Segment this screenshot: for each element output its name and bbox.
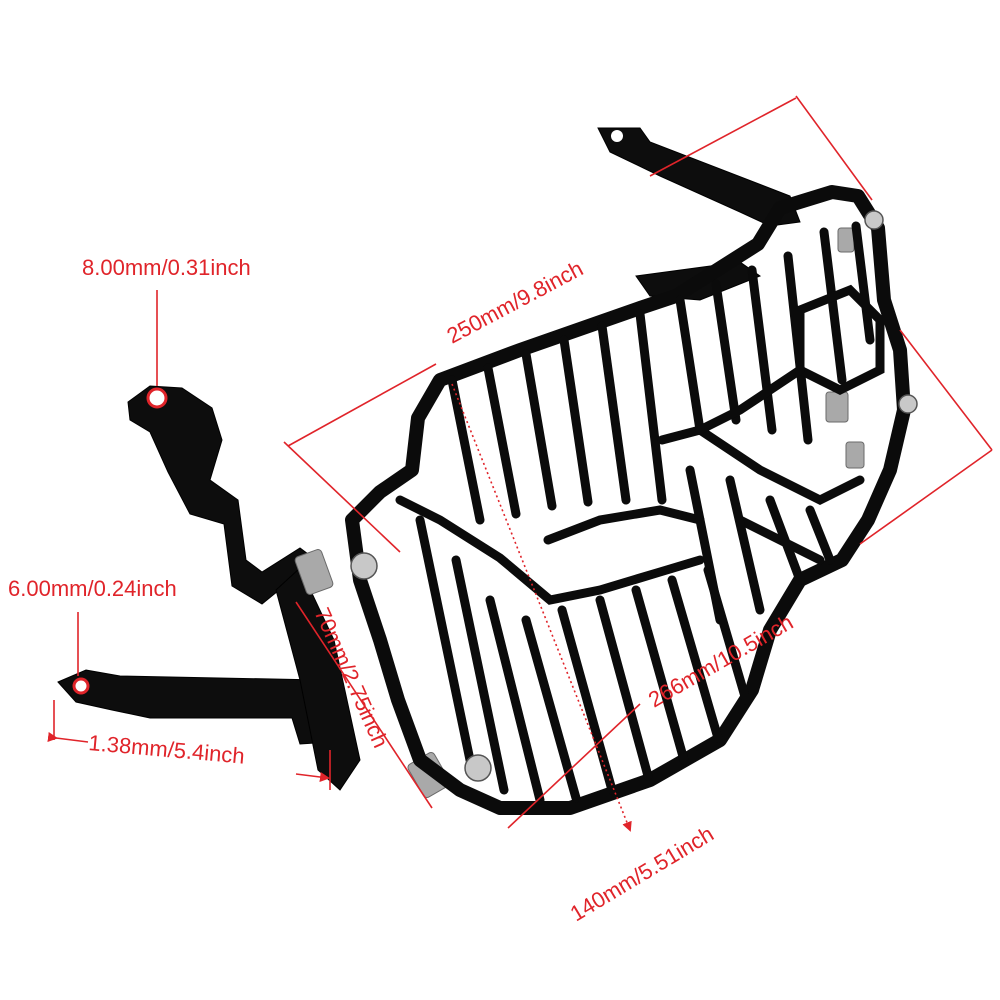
bolt-icon	[864, 210, 884, 230]
bolt-icon	[898, 394, 918, 414]
left-mounting-bracket-upper	[127, 385, 317, 605]
label-hole-bottom: 6.00mm/0.24inch	[8, 576, 177, 601]
label-grille-height: 140mm/5.51inch	[566, 821, 718, 926]
label-hole-top: 8.00mm/0.31inch	[82, 255, 251, 280]
bolt-icon	[350, 552, 378, 580]
bolt-icon	[464, 754, 492, 782]
headlight-grille	[345, 185, 911, 815]
mounting-hole-icon	[72, 677, 90, 695]
bolts	[350, 210, 918, 782]
dimension-lines	[47, 95, 993, 832]
label-bracket-length: 1.38mm/5.4inch	[88, 730, 246, 769]
mounting-hole-icon	[146, 387, 168, 409]
